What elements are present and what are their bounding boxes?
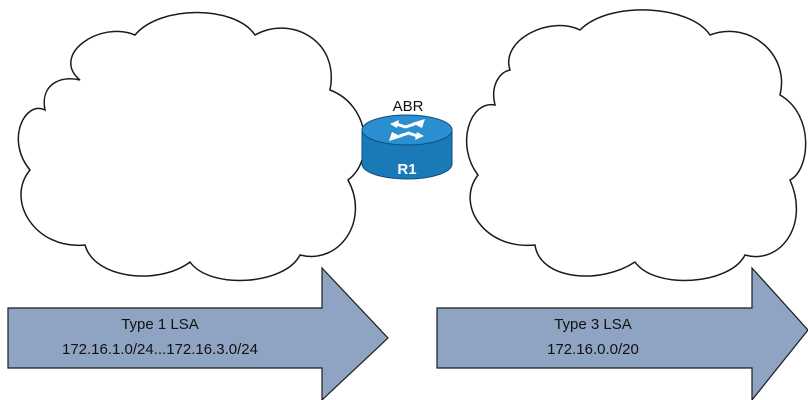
type3-lsa-title: Type 3 LSA — [554, 316, 632, 333]
abr-label: ABR — [393, 98, 424, 115]
type1-lsa-title: Type 1 LSA — [121, 316, 199, 333]
type1-arrow-shape — [7, 266, 389, 400]
left-area-cloud — [17, 11, 366, 282]
type1-lsa-arrow: Type 1 LSA 172.16.1.0/24...172.16.3.0/24 — [7, 266, 389, 400]
type3-arrow-shape — [436, 266, 808, 400]
type1-lsa-prefixes: 172.16.1.0/24...172.16.3.0/24 — [62, 341, 258, 358]
router-name: R1 — [397, 161, 416, 178]
right-area-cloud — [465, 9, 807, 282]
router-arrows-icon — [389, 119, 425, 141]
type3-lsa-summary: 172.16.0.0/20 — [547, 341, 639, 358]
router-top — [361, 114, 453, 146]
type3-lsa-arrow: Type 3 LSA 172.16.0.0/20 — [436, 266, 808, 400]
router-r1: R1 — [361, 114, 453, 180]
